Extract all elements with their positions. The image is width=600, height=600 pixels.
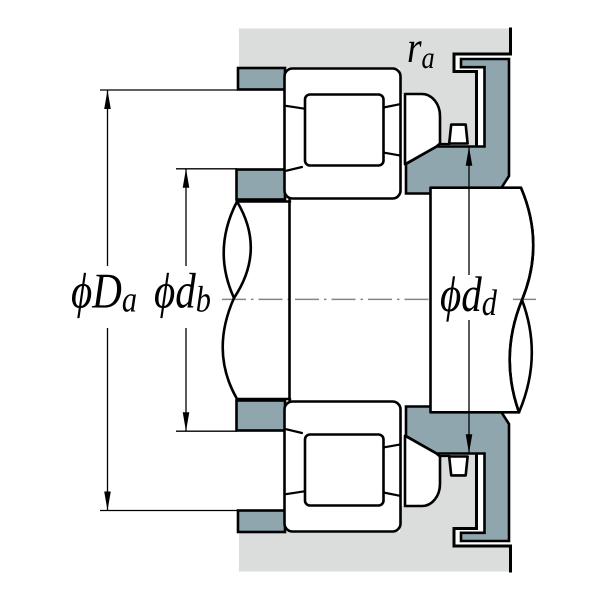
shaft-shoulder-ring-bottom [235,399,287,432]
abutment-rings [235,57,511,543]
roller-bottom [303,433,385,507]
locating-lug-top [447,123,469,145]
rib-face-line-top-left-upper [285,104,306,110]
housing-shoulder-ring-bottom [236,509,287,534]
shaft-right-break-lens [517,298,534,414]
arrowhead-db-top [182,168,190,188]
arrowhead-dd-top [465,146,473,166]
rib-face-line-top-right-lower [382,151,402,157]
locating-lug-bottom [447,455,469,477]
label-ra: ra [407,23,435,75]
loose-rib-bottom [403,434,442,508]
roller-top [303,93,385,167]
housing-block-top [239,28,511,146]
bearing-top [283,67,469,200]
shaft-left-break-lens [222,200,239,300]
housing-block-bottom [239,454,511,572]
loose-rib-top [403,92,442,166]
rib-face-line-bottom-right-lower [382,491,402,497]
dimension-labels: ϕDa ϕdb ϕdd ra [71,23,497,324]
rib-face-line-bottom-left-upper [285,428,304,435]
label-db: ϕdb [154,263,211,321]
housing [239,27,512,573]
rib-face-line-top-right-upper [382,103,402,109]
rib-face-line-top-left-lower [285,165,304,172]
shaft-left-fill [222,201,428,399]
label-dd: ϕdd [440,266,497,324]
arrowhead-db-bottom [182,412,190,432]
end-cover-top [404,57,511,195]
arrowhead-Da-bottom [104,491,111,511]
dimensions [100,89,473,512]
shaft-shoulder-ring-top [235,168,287,201]
arrowhead-Da-top [104,90,111,109]
shaft-outlines [221,186,535,414]
shaft [222,186,535,414]
arrowhead-dd-bottom [465,434,473,454]
housing-bore-edge-bottom [452,454,512,573]
rib-face-line-bottom-right-upper [382,443,402,449]
end-cover-bottom [404,405,511,543]
rib-face-line-bottom-left-lower [285,490,306,496]
housing-shoulder-ring-top [236,66,287,91]
bearing-bottom [283,400,469,533]
housing-bore-edge-top [452,27,512,146]
label-Da: ϕDa [71,263,137,321]
